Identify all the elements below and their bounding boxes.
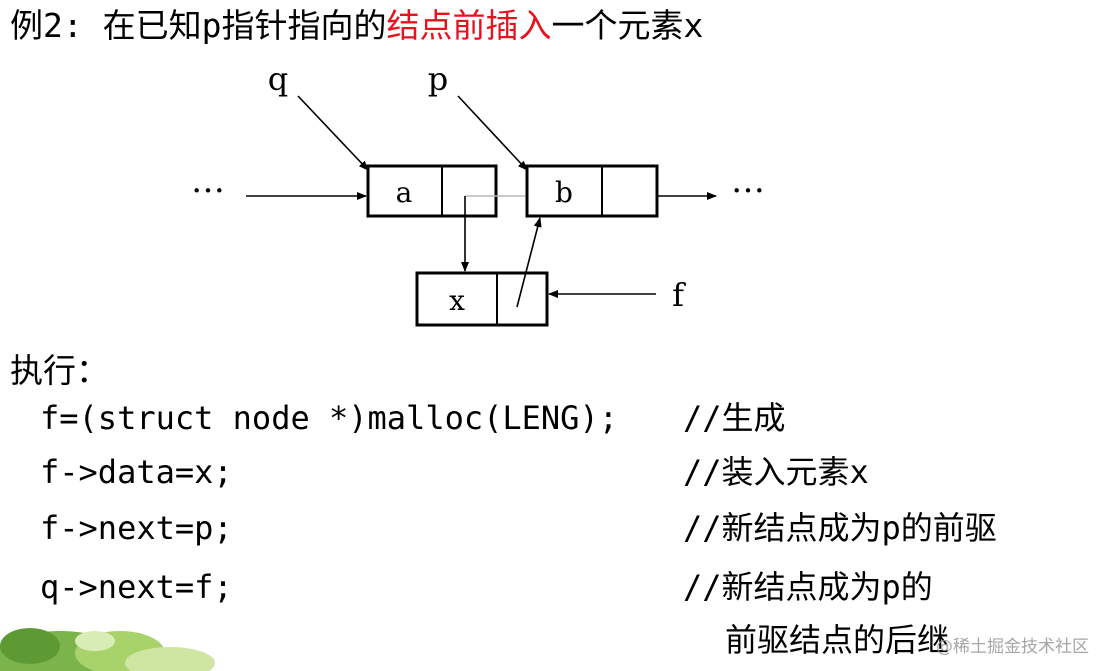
- node-a: a: [366, 164, 498, 218]
- comment-line-4: //新结点成为p的: [683, 568, 933, 606]
- node-b: b: [525, 164, 659, 218]
- title-prefix: 例2: 在已知p指针指向的: [10, 6, 387, 45]
- node-a-data: a: [396, 176, 413, 209]
- code-line-4: q->next=f;: [40, 568, 233, 606]
- code-line-3: f->next=p;: [40, 509, 233, 547]
- code-line-1: f=(struct node *)malloc(LENG);: [40, 399, 618, 437]
- comment-continuation: 前驱结点的后继: [725, 621, 950, 659]
- title-highlight: 结点前插入: [386, 6, 552, 45]
- arrow-q-pointer: [297, 95, 369, 171]
- arrow-p-pointer: [457, 95, 528, 171]
- code-line-2: f->data=x;: [40, 453, 233, 491]
- decorative-foliage: [0, 628, 215, 671]
- comment-line-1: //生成: [683, 399, 786, 437]
- comment-line-3: //新结点成为p的前驱: [683, 509, 997, 547]
- label-q: q: [268, 60, 288, 98]
- node-b-data: b: [555, 176, 573, 209]
- label-p: p: [428, 60, 448, 98]
- comment-line-2: //装入元素x: [683, 453, 869, 491]
- node-x-data: x: [449, 284, 465, 317]
- exec-label: 执行：: [10, 351, 109, 390]
- arrow-x-to-b: [516, 217, 542, 308]
- watermark: @稀土掘金技术社区: [936, 637, 1089, 657]
- label-f: f: [672, 276, 686, 314]
- title-suffix: 一个元素x: [551, 6, 704, 45]
- ellipsis-left: …: [191, 161, 225, 201]
- slide-title: 例2: 在已知p指针指向的结点前插入一个元素x: [10, 2, 703, 50]
- ellipsis-right: …: [731, 161, 765, 201]
- node-x: x: [415, 271, 549, 327]
